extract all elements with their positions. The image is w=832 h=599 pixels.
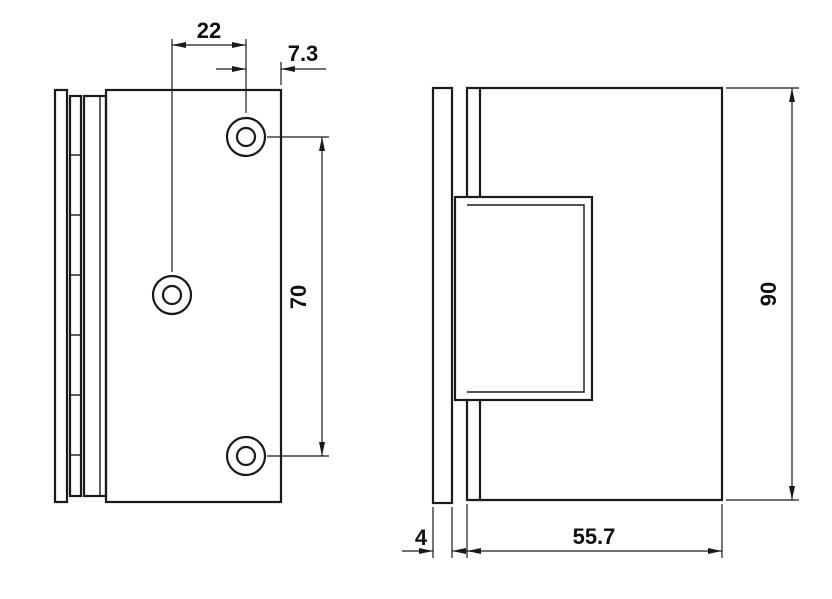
knuckle-inner-strip [82,94,108,498]
dimension-hole-offset: 22 [171,18,247,272]
knuckle-pin-strip [68,94,83,498]
dimension-label-4: 4 [415,525,428,550]
knuckle-outer-strip [53,88,69,504]
mounting-hole-top-inner [235,126,257,148]
dimension-label-70: 70 [286,285,311,309]
mounting-plate [104,88,283,504]
dimension-body-depth: 55.7 [466,504,723,558]
dimension-label-22: 22 [197,18,221,43]
wall-plate-section [431,86,454,505]
dimension-label-55-7: 55.7 [573,524,616,549]
mounting-hole-middle-inner [161,284,183,306]
hinge-body-outline [465,86,724,502]
dimension-hole-to-edge: 7.3 [216,41,326,85]
front-view [53,88,283,504]
clamp-block [453,195,594,402]
dimension-label-7-3: 7.3 [288,41,319,66]
dimension-plate-thickness: 4 [402,507,467,558]
dimension-label-90: 90 [756,282,781,306]
mounting-hole-middle-outer [151,274,193,316]
dimension-overall-height: 90 [726,87,799,501]
mounting-hole-bottom-outer [225,435,267,477]
mounting-hole-top-outer [225,116,267,158]
clamp-block-inner-wall [467,204,585,393]
side-view [431,86,724,505]
mounting-hole-bottom-inner [235,445,257,467]
dimension-hole-spacing: 70 [267,136,329,457]
